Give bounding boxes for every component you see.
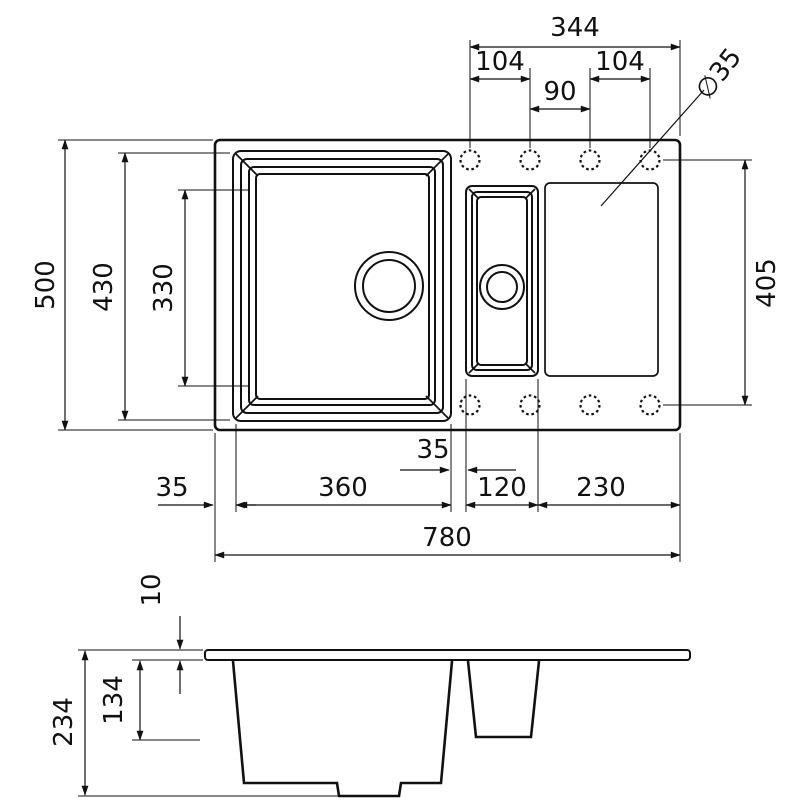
dim-main-bowl-inner-length: 330 <box>149 263 179 313</box>
dim-hole-spacing-right: 104 <box>595 47 645 77</box>
dim-rim-height: 10 <box>137 573 167 606</box>
half-bowl-corner-chamfers <box>468 188 536 374</box>
main-bowl-corner-chamfers <box>235 153 449 419</box>
main-bowl-profile <box>231 660 454 798</box>
dim-overall-width: 780 <box>422 523 472 553</box>
faucet-hole <box>519 394 541 416</box>
section-view <box>204 649 691 798</box>
faucet-hole <box>519 149 541 171</box>
dim-bowl-gap: 35 <box>416 435 449 465</box>
faucet-holes <box>459 149 661 416</box>
sink-rim-profile <box>204 649 691 661</box>
top-view <box>213 138 682 432</box>
main-drain-outer <box>354 251 424 321</box>
dim-half-bowl-depth: 134 <box>99 675 129 725</box>
dim-half-bowl-width: 120 <box>477 473 527 503</box>
dim-main-bowl-depth: 234 <box>49 697 79 747</box>
dim-overall-height: 500 <box>31 260 61 310</box>
faucet-hole <box>459 394 481 416</box>
faucet-hole <box>579 149 601 171</box>
faucet-hole <box>639 149 661 171</box>
dim-hole-span: 344 <box>550 13 600 43</box>
half-bowl-profile <box>466 660 541 739</box>
dimensions: 344 104 104 90 ∅35 500 430 330 405 35 35… <box>31 13 782 796</box>
main-bowl <box>232 150 452 422</box>
half-bowl <box>465 185 539 377</box>
drainer-area <box>544 182 659 377</box>
half-drain-outer <box>479 264 525 310</box>
dim-edge-margin: 35 <box>155 473 188 503</box>
dim-main-bowl-width: 360 <box>318 473 368 503</box>
faucet-hole <box>459 149 481 171</box>
dim-main-bowl-length: 430 <box>89 262 119 312</box>
faucet-hole <box>579 394 601 416</box>
sink-outline <box>213 138 682 432</box>
extension-lines <box>58 40 752 797</box>
dim-hole-spacing-center: 90 <box>543 77 576 107</box>
main-drain-inner <box>362 259 416 313</box>
dim-drainer-width: 230 <box>576 473 626 503</box>
faucet-hole <box>639 394 661 416</box>
dim-hole-spacing-left: 104 <box>475 47 525 77</box>
dim-drainer-length: 405 <box>752 258 782 308</box>
half-drain-inner <box>486 271 518 303</box>
hole-diameter-leader <box>600 89 705 207</box>
